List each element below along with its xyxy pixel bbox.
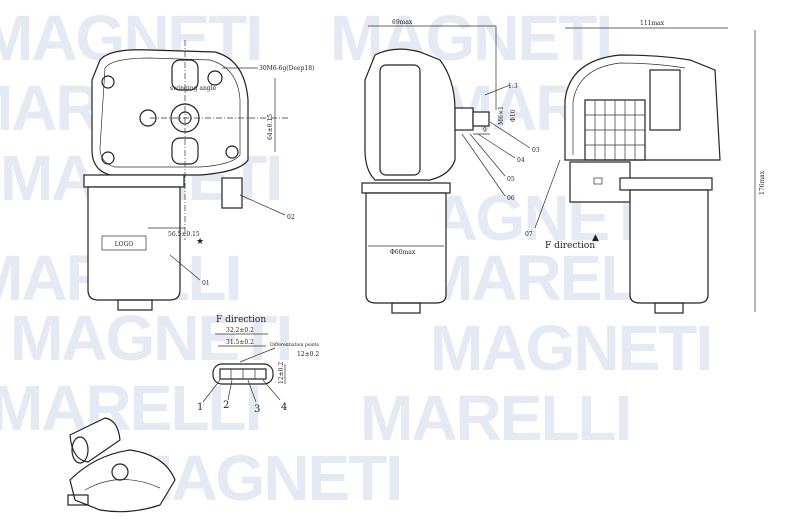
height-dimension: 64±0.15 [267,114,274,140]
connector-detail: F direction 32.2±0.2 31.5±0.2 Differenti… [197,315,320,415]
pin-4-label: 4 [281,402,287,413]
overall-height-dimension: 176max [759,170,766,195]
front-view: LOGO 30M6-6g(Deep18) 64±0.15 swinging an… [83,40,314,311]
callout-03: 03 [532,147,540,154]
side-view: Φ60max 69max 1:3 M6×1 Φ10 9 03 04 05 06 [361,19,540,314]
pitch-dimension: 12±0.2 [297,351,319,358]
connector-title: F direction [216,315,266,325]
swing-angle-label: swinging angle [170,85,217,92]
star-symbol: ★ [196,237,204,247]
callout-07: 07 [525,231,533,238]
rear-grid [584,99,646,161]
direction-arrow-icon: ▲ [592,233,599,243]
callout-04: 04 [517,157,525,164]
callout-05: 05 [507,176,515,183]
differentiation-note: Differentiation points [270,342,320,348]
motor-diameter-dimension: Φ60max [390,249,416,256]
taper-ratio: 1:3 [508,83,518,90]
shaft-length: 9 [483,127,487,134]
isometric-motor-sketch [67,417,176,513]
shaft-diameter: Φ10 [510,109,517,122]
watermark-text: MARELLI [360,382,630,454]
thread-dimension: 30M6-6g(Deep18) [259,65,314,72]
pin-2-label: 2 [223,400,229,411]
callout-01: 01 [202,280,210,287]
offset-dimension: 56.5±0.15 [168,231,200,238]
callout-02: 02 [287,214,295,221]
side-width-dimension: 69max [392,19,413,26]
connector-height-dimension: 12±0.2 [278,362,285,384]
watermark-text: MAGNETI [430,312,711,384]
logo-label: LOGO [115,241,134,248]
f-direction-label: F direction [545,241,595,251]
watermark-text: MAGNETI [10,302,291,374]
thread-spec: M6×1 [498,106,505,125]
connector-inner-dimension: 31.5±0.2 [226,339,254,346]
rear-width-dimension: 111max [640,20,665,27]
connector-outer-dimension: 32.2±0.2 [226,327,254,334]
callout-06: 06 [507,195,515,202]
rear-view: 111max 176max 07 F direction ▲ [525,20,766,314]
pin-1-label: 1 [197,402,203,413]
pin-3-label: 3 [254,404,260,415]
